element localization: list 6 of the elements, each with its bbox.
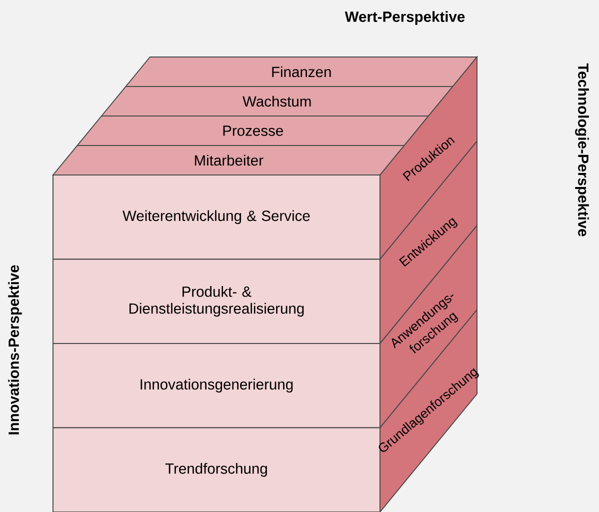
axis-title: Technologie-Perspektive	[575, 63, 589, 236]
front-row: Produkt- & Dienstleistungsrealisierung	[52, 258, 380, 344]
axis-title: Innovations-Perspektive	[8, 265, 22, 434]
front-row: Weiterentwicklung & Service	[52, 174, 380, 260]
axis-title: Wert-Perspektive	[344, 11, 465, 25]
front-row: Innovationsgenerierung	[52, 343, 380, 428]
